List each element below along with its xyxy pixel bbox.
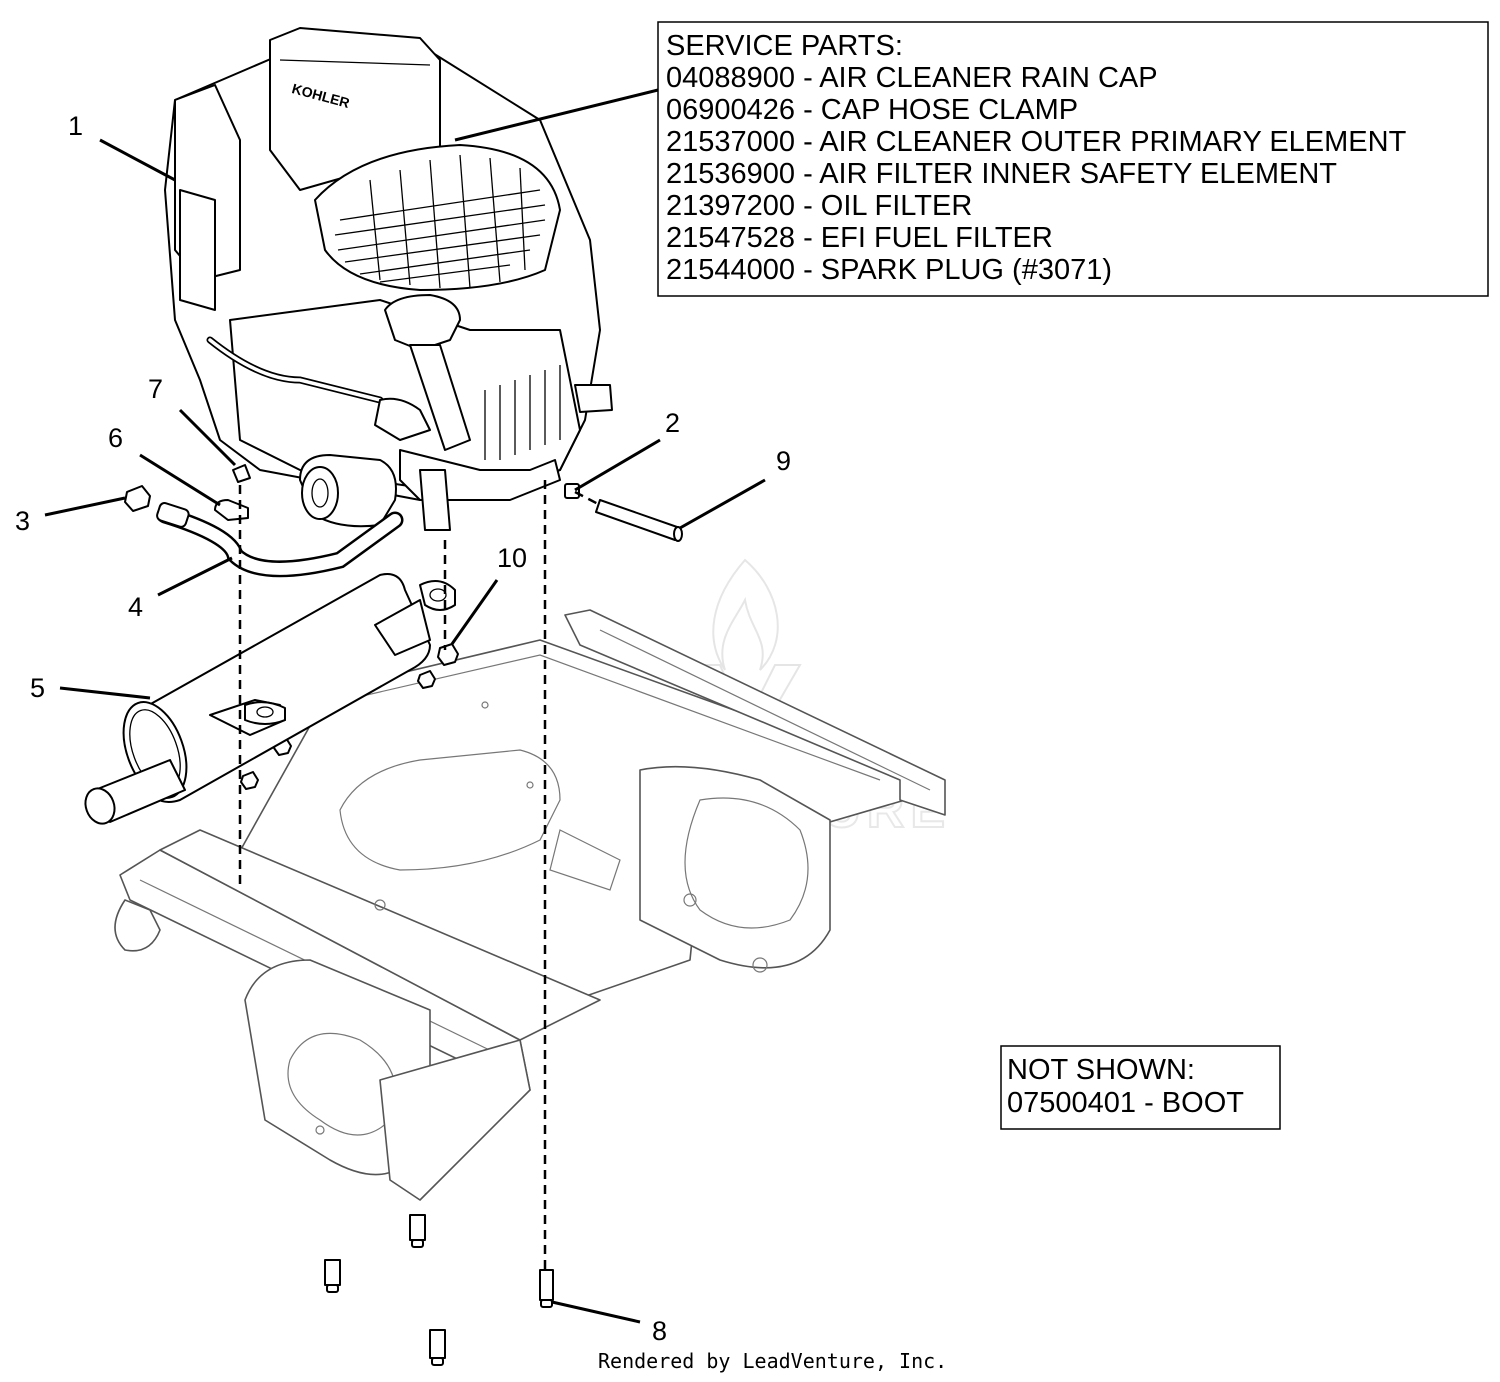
callout-7: 7 bbox=[148, 374, 163, 404]
service-parts-heading: SERVICE PARTS: bbox=[666, 30, 903, 62]
callout-4: 4 bbox=[128, 592, 143, 622]
muffler bbox=[84, 573, 456, 825]
not-shown-box: NOT SHOWN: 07500401 - BOOT bbox=[1000, 1045, 1281, 1130]
callout-8: 8 bbox=[652, 1316, 667, 1346]
service-part-item: 21537000 - AIR CLEANER OUTER PRIMARY ELE… bbox=[666, 126, 1407, 158]
render-credit: Rendered by LeadVenture, Inc. bbox=[598, 1349, 947, 1373]
service-part-item: 21536900 - AIR FILTER INNER SAFETY ELEME… bbox=[666, 158, 1337, 190]
callout-3: 3 bbox=[15, 506, 30, 536]
callout-9: 9 bbox=[776, 446, 791, 476]
callout-6: 6 bbox=[108, 423, 123, 453]
service-part-item: 06900426 - CAP HOSE CLAMP bbox=[666, 94, 1078, 126]
callout-2: 2 bbox=[665, 408, 680, 438]
callout-10: 10 bbox=[497, 543, 527, 573]
leader-lines bbox=[44, 88, 766, 1324]
service-part-item: 21544000 - SPARK PLUG (#3071) bbox=[666, 254, 1112, 286]
not-shown-heading: NOT SHOWN: bbox=[1007, 1054, 1195, 1086]
small-fittings bbox=[124, 464, 683, 1366]
service-parts-box: SERVICE PARTS: 04088900 - AIR CLEANER RA… bbox=[657, 21, 1489, 297]
callout-5: 5 bbox=[30, 673, 45, 703]
chassis-frame bbox=[114, 609, 946, 1201]
not-shown-item: 07500401 - BOOT bbox=[1007, 1087, 1244, 1119]
service-part-item: 21397200 - OIL FILTER bbox=[666, 190, 972, 222]
assembly-lines bbox=[238, 480, 601, 1275]
callout-1: 1 bbox=[68, 111, 83, 141]
engine-assembly: KOHLER bbox=[164, 27, 613, 531]
callout-numbers: 1 2 3 4 5 6 7 8 9 10 bbox=[15, 111, 791, 1346]
service-part-item: 21547528 - EFI FUEL FILTER bbox=[666, 222, 1053, 254]
service-part-item: 04088900 - AIR CLEANER RAIN CAP bbox=[666, 62, 1158, 94]
fuel-hose bbox=[156, 502, 404, 578]
